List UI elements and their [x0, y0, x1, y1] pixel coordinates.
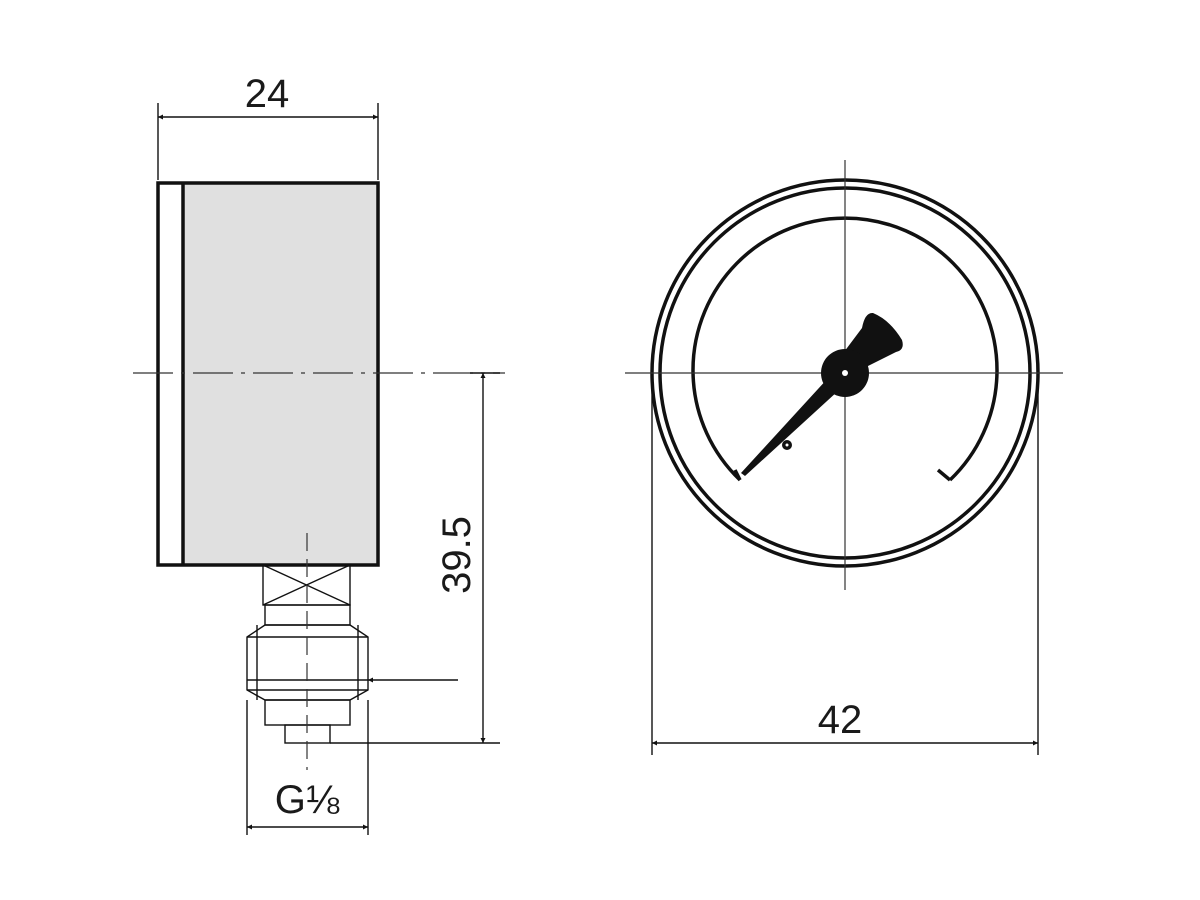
- front-view: 42: [625, 160, 1063, 755]
- needle: [741, 312, 903, 476]
- dimension-diameter: 42: [651, 380, 1039, 755]
- dimension-depth: 24: [157, 72, 379, 180]
- dimension-thread-label: G⅛: [275, 778, 340, 822]
- dimension-height-label: 39.5: [435, 516, 479, 594]
- dimension-height: 39.5: [330, 372, 500, 744]
- fitting: [246, 533, 458, 770]
- dimension-depth-label: 24: [245, 72, 290, 116]
- case-body: [183, 183, 378, 565]
- side-view: 24 39.5 G⅛: [133, 72, 505, 835]
- dimension-diameter-label: 42: [818, 698, 863, 742]
- dimension-thread: G⅛: [246, 700, 369, 835]
